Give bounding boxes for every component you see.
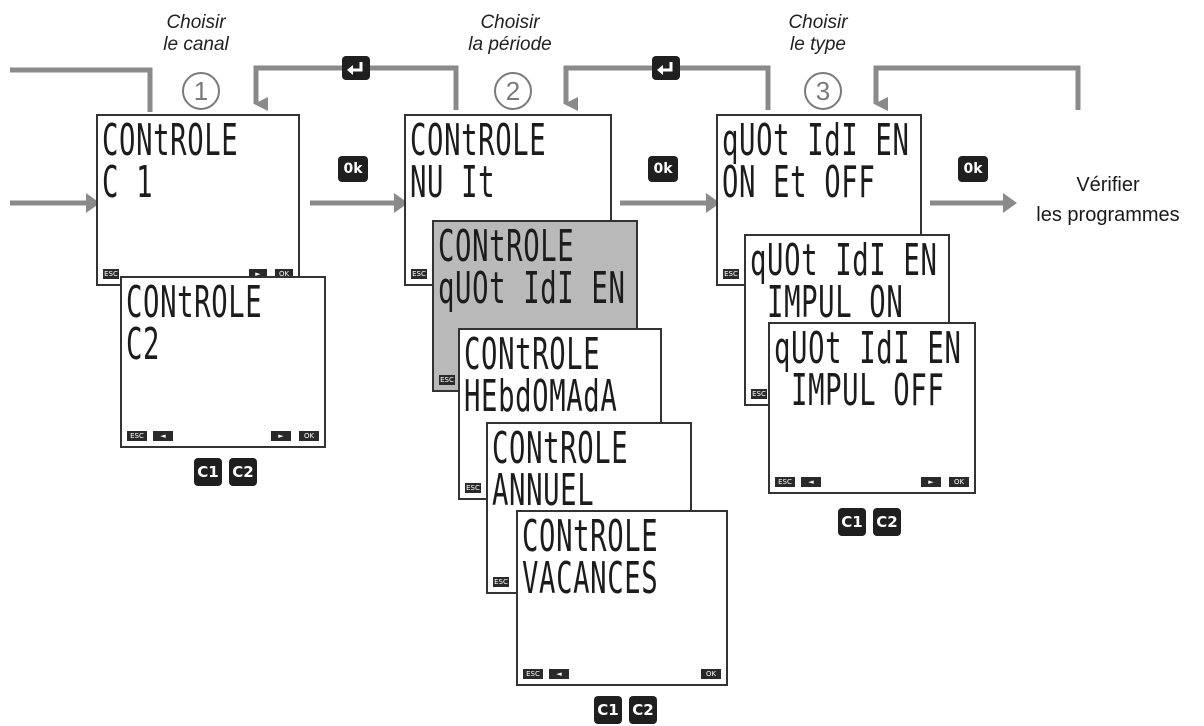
lcd-line1: qUOt IdI EN [774,323,962,374]
step2-title: Choisir la période [430,12,590,56]
channel-key-c1: C1 [594,696,622,724]
lcd-line1: qUOt IdI EN [722,115,910,166]
verify-line2: les programmes [1036,204,1180,226]
lcd-line2: HEbdOMAdA [464,371,618,422]
softkey-right: ► [921,477,941,487]
lcd-line2: C 1 [102,157,154,208]
softkey-esc: ESC [465,483,481,493]
softkey-bar: ESC [465,483,655,493]
softkey-bar: ESC [439,375,631,385]
step3-title-line2: le type [790,34,846,55]
lcd-screen-type-impul-off: qUOt IdI EN IMPUL OFF ESC ◄ ► OK [768,322,976,494]
softkey-ok: OK [949,477,969,487]
lcd-line1: CONtROLE [126,277,263,328]
channel-key-c2: C2 [629,696,657,724]
softkey-esc: ESC [411,269,427,279]
verify-line1: Vérifier [1076,174,1140,196]
softkey-esc: ESC [103,269,119,279]
softkey-esc: ESC [439,375,455,385]
step2-title-line2: la période [468,34,552,55]
lcd-line2: NU It [410,157,496,208]
softkey-esc: ESC [493,577,509,587]
step1-title-line2: le canal [163,34,229,55]
softkey-ok: OK [701,669,721,679]
channel-key-c1: C1 [838,508,866,536]
return-key-step2 [652,56,680,80]
lcd-line1: CONtROLE [492,423,629,474]
step3-title-line1: Choisir [788,12,848,33]
softkey-esc: ESC [723,269,739,279]
lcd-line2: IMPUL ON [750,277,904,328]
channel-key-c2: C2 [873,508,901,536]
arrowhead-into-step1 [86,193,100,213]
return-arrow-icon [347,62,363,75]
lcd-line1: CONtROLE [102,115,239,166]
ok-key-step2: 0k [648,156,678,182]
softkey-bar: ESC [493,577,685,587]
softkey-ok: OK [299,431,319,441]
lcd-line2: ANNUEL [492,465,595,516]
softkey-bar: ESC [411,269,605,279]
softkey-left: ◄ [549,669,569,679]
softkey-bar: ESC ◄ ► OK [127,431,319,441]
arrowhead-step3-to-verify [1003,193,1017,213]
return-arrow-icon [657,62,673,75]
lcd-line1: CONtROLE [464,329,601,380]
softkey-esc: ESC [127,431,147,441]
lcd-line1: CONtROLE [410,115,547,166]
softkey-right: ► [271,431,291,441]
softkey-esc: ESC [523,669,543,679]
softkey-bar: ESC [751,389,943,399]
softkey-esc: ESC [751,389,767,399]
lcd-line2: VACANCES [522,553,659,604]
softkey-bar: ESC ◄ ► OK [775,477,969,487]
lcd-line2: IMPUL OFF [774,365,945,416]
lcd-line2: qUOt IdI EN [438,263,626,314]
step3-number: 3 [804,72,842,110]
softkey-bar: ESC ► OK [103,269,293,279]
ok-key-step1: 0k [338,156,368,182]
lcd-line1: CONtROLE [522,511,659,562]
lcd-screen-channel-c1: CONtROLE C 1 ESC ► OK [96,114,300,286]
verify-programs-label: Vérifier les programmes [1012,170,1204,230]
softkey-right: ► [249,269,267,279]
softkey-ok: OK [275,269,293,279]
loop-line-left-entry [10,67,153,112]
step2-number: 2 [494,72,532,110]
lcd-screen-period-vacances: CONtROLE VACANCES ESC ◄ OK [516,510,728,686]
lcd-line1: qUOt IdI EN [750,235,938,286]
softkey-esc: ESC [775,477,795,487]
lcd-line1: CONtROLE [438,221,575,272]
channel-key-c2: C2 [229,458,257,486]
softkey-left: ◄ [801,477,821,487]
softkey-bar: ESC ◄ OK [523,669,721,679]
ok-key-step3: 0k [958,156,988,182]
step3-title: Choisir le type [738,12,898,56]
step2-title-line1: Choisir [480,12,540,33]
step1-number: 1 [182,72,220,110]
step1-title: Choisir le canal [116,12,276,56]
arrowhead-step1-to-step2 [394,193,408,213]
step1-title-line1: Choisir [166,12,226,33]
lcd-line2: ON Et OFF [722,157,876,208]
arrowhead-step2-to-step3 [706,193,720,213]
lcd-line2: C2 [126,319,161,370]
return-loop-step3 [873,65,1081,111]
softkey-bar: ESC [723,269,915,279]
channel-key-c1: C1 [194,458,222,486]
softkey-left: ◄ [153,431,173,441]
return-key-step1 [342,56,370,80]
lcd-screen-channel-c2: CONtROLE C2 ESC ◄ ► OK [120,276,326,448]
